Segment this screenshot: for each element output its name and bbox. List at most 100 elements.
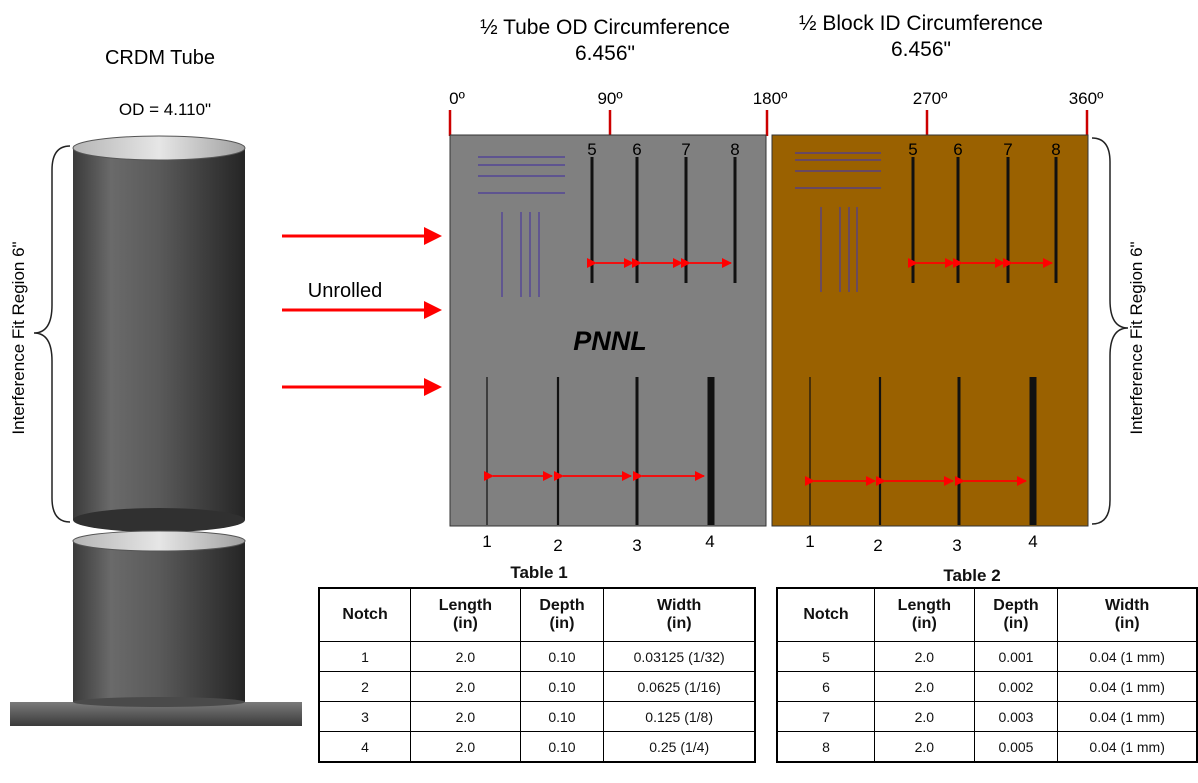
header-length-text: Length (in) — [897, 597, 951, 632]
left-notch-label-2: 2 — [553, 536, 562, 555]
cell: 0.125 (1/8) — [603, 701, 756, 732]
col-width: Width (in) — [603, 587, 756, 642]
table1-caption: Table 1 — [510, 563, 568, 582]
cell: 1 — [318, 641, 412, 672]
table-row: 5 2.0 0.001 0.04 (1 mm) — [776, 641, 1198, 672]
table-header-row: Notch Length (in) Depth (in) Width (in) — [776, 587, 1198, 642]
left-notch-label-7: 7 — [681, 140, 690, 159]
notch-spacing-arrows — [484, 258, 1053, 486]
angle-label-180: 180º — [753, 89, 788, 108]
header-depth-text: Depth (in) — [539, 597, 585, 632]
header-length-text: Length (in) — [438, 597, 493, 632]
cell: 5 — [776, 641, 876, 672]
cell: 2 — [318, 671, 412, 702]
angle-label-360: 360º — [1069, 89, 1104, 108]
cell: 0.003 — [973, 701, 1059, 732]
right-panel-value: 6.456" — [891, 38, 951, 61]
cell: 0.04 (1 mm) — [1057, 641, 1198, 672]
left-bottom-notches — [486, 377, 715, 525]
right-panel-header: ½ Block ID Circumference — [799, 12, 1043, 35]
cell: 8 — [776, 731, 876, 763]
table1: Notch Length (in) Depth (in) Width (in) … — [318, 587, 756, 763]
cell: 2.0 — [874, 701, 975, 732]
right-notch-label-1: 1 — [805, 532, 814, 551]
left-notch-label-1: 1 — [482, 532, 491, 551]
cell: 0.10 — [519, 731, 605, 763]
block-id-panel — [771, 134, 1089, 527]
cell: 2.0 — [410, 641, 521, 672]
tube-od-label: OD = 4.110" — [119, 100, 211, 119]
cell: 2.0 — [874, 671, 975, 702]
col-width: Width (in) — [1057, 587, 1198, 642]
cell: 4 — [318, 731, 412, 763]
table-header-row: Notch Length (in) Depth (in) Width (in) — [318, 587, 756, 642]
right-region-brace — [1091, 137, 1129, 525]
left-calibration-lines — [478, 156, 565, 297]
left-region-brace — [33, 145, 71, 523]
tube-title: CRDM Tube — [105, 47, 215, 69]
table-row: 1 2.0 0.10 0.03125 (1/32) — [318, 641, 756, 672]
cell: 6 — [776, 671, 876, 702]
right-region-label: Interference Fit Region 6" — [1127, 241, 1146, 434]
col-length: Length (in) — [874, 587, 975, 642]
cell: 0.04 (1 mm) — [1057, 701, 1198, 732]
angle-label-90: 90º — [597, 89, 622, 108]
right-notch-label-3: 3 — [952, 536, 961, 555]
header-width-text: Width (in) — [1105, 597, 1150, 632]
left-notch-label-4: 4 — [705, 532, 714, 551]
cell: 0.0625 (1/16) — [603, 671, 756, 702]
cell: 0.10 — [519, 701, 605, 732]
table-row: 6 2.0 0.002 0.04 (1 mm) — [776, 671, 1198, 702]
cell: 7 — [776, 701, 876, 732]
cell: 0.04 (1 mm) — [1057, 671, 1198, 702]
col-depth: Depth (in) — [973, 587, 1059, 642]
cell: 2.0 — [410, 671, 521, 702]
right-calibration-lines — [795, 152, 881, 292]
angle-label-270: 270º — [913, 89, 948, 108]
col-notch: Notch — [318, 587, 412, 642]
right-notch-label-6: 6 — [953, 140, 962, 159]
cell: 0.005 — [973, 731, 1059, 763]
table-row: 8 2.0 0.005 0.04 (1 mm) — [776, 731, 1198, 763]
left-panel-header: ½ Tube OD Circumference — [480, 16, 730, 39]
cell: 2.0 — [874, 731, 975, 763]
left-notch-label-8: 8 — [730, 140, 739, 159]
unrolled-arrows — [282, 227, 442, 396]
col-depth: Depth (in) — [519, 587, 605, 642]
cell: 0.04 (1 mm) — [1057, 731, 1198, 763]
angle-label-0: 0º — [449, 89, 465, 108]
right-notch-label-2: 2 — [873, 536, 882, 555]
right-notch-label-5: 5 — [908, 140, 917, 159]
cell: 0.10 — [519, 641, 605, 672]
cell: 2.0 — [410, 731, 521, 763]
header-depth-text: Depth (in) — [993, 597, 1039, 632]
right-notch-label-7: 7 — [1003, 140, 1012, 159]
unrolled-label: Unrolled — [308, 280, 382, 302]
header-width-text: Width (in) — [657, 597, 702, 632]
cell: 0.002 — [973, 671, 1059, 702]
col-notch: Notch — [776, 587, 876, 642]
left-panel-value: 6.456" — [575, 42, 635, 65]
right-notch-label-4: 4 — [1028, 532, 1037, 551]
right-bottom-notches — [809, 377, 1037, 525]
cell: 0.25 (1/4) — [603, 731, 756, 763]
cell: 2.0 — [874, 641, 975, 672]
table-row: 2 2.0 0.10 0.0625 (1/16) — [318, 671, 756, 702]
table2-caption: Table 2 — [943, 566, 1001, 585]
table-row: 4 2.0 0.10 0.25 (1/4) — [318, 731, 756, 763]
table-row: 3 2.0 0.10 0.125 (1/8) — [318, 701, 756, 732]
cell: 2.0 — [410, 701, 521, 732]
crdm-tube-illustration — [10, 135, 302, 726]
cell: 0.10 — [519, 671, 605, 702]
pnnl-logo: PNNL — [573, 326, 647, 356]
table2: Notch Length (in) Depth (in) Width (in) … — [776, 587, 1198, 763]
cell: 0.001 — [973, 641, 1059, 672]
cell: 3 — [318, 701, 412, 732]
left-notch-label-5: 5 — [587, 140, 596, 159]
angle-ticks — [448, 110, 1089, 136]
left-notch-label-6: 6 — [632, 140, 641, 159]
left-notch-label-3: 3 — [632, 536, 641, 555]
table-row: 7 2.0 0.003 0.04 (1 mm) — [776, 701, 1198, 732]
cell: 0.03125 (1/32) — [603, 641, 756, 672]
